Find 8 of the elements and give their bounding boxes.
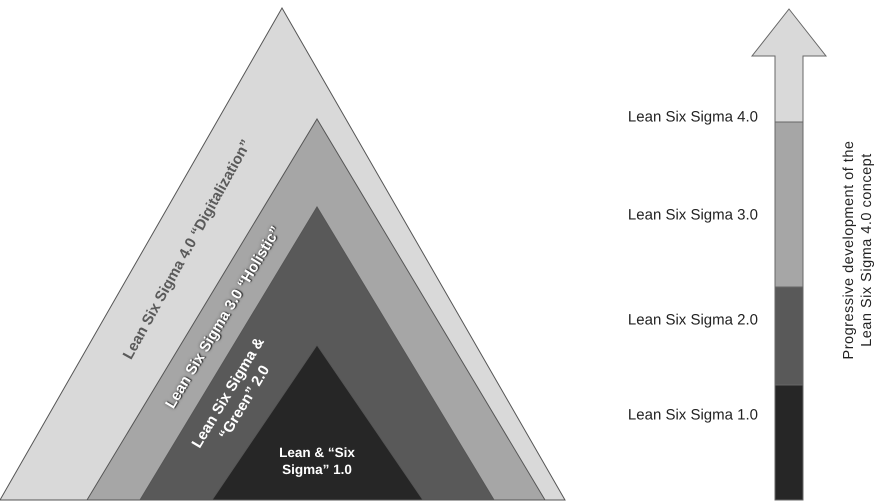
stage-label: Lean Six Sigma 1.0 (628, 406, 758, 424)
triangle-layer (0, 8, 565, 500)
layer-title: Lean & “Six Sigma” 1.0 (278, 445, 356, 479)
triangle-layer (87, 119, 545, 500)
stage-label: Lean Six Sigma 2.0 (628, 312, 758, 328)
stage-label: Lean Six Sigma 4.0 (628, 108, 758, 126)
stage-label: Lean Six Sigma 3.0 (628, 206, 758, 224)
axis-caption: Progressive development of the Lean Six Sigma 4.0 concept (840, 140, 876, 362)
